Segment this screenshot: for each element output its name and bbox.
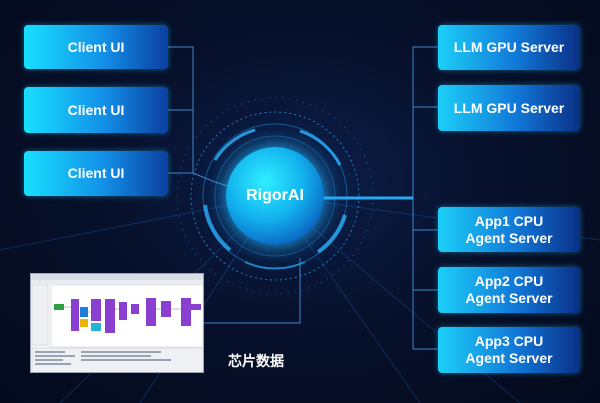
app1-cpu-agent-server-node: App1 CPU Agent Server [438,207,580,252]
schematic-image [31,274,203,372]
server-label: App1 CPU Agent Server [465,212,553,246]
client-ui-label: Client UI [67,165,125,181]
chip-connector [204,258,301,324]
app3-cpu-agent-server-node: App3 CPU Agent Server [438,327,580,373]
client-ui-node-2: Client UI [24,87,168,133]
client-ui-node-3: Client UI [24,151,168,196]
core-label: RigorAI [246,187,304,204]
right-bus-line [412,46,438,350]
chip-data-caption: 芯片数据 [228,353,284,369]
server-label: LLM GPU Server [453,39,565,55]
client-ui-node-1: Client UI [24,25,168,69]
server-label: LLM GPU Server [453,99,565,116]
app2-cpu-agent-server-node: App2 CPU Agent Server [438,267,580,313]
chip-schematic-thumbnail [30,273,204,373]
client-ui-label: Client UI [67,101,125,118]
right-connectors [412,46,438,350]
core-rings [176,97,374,295]
rigorai-core-node: RigorAI [226,147,324,245]
client-ui-label: Client UI [67,38,125,55]
server-label: App3 CPU Agent Server [465,333,553,366]
left-connectors [168,46,241,191]
server-label: App2 CPU Agent Server [465,273,553,306]
llm-gpu-server-node-2: LLM GPU Server [438,85,580,131]
llm-gpu-server-node-1: LLM GPU Server [438,25,580,70]
